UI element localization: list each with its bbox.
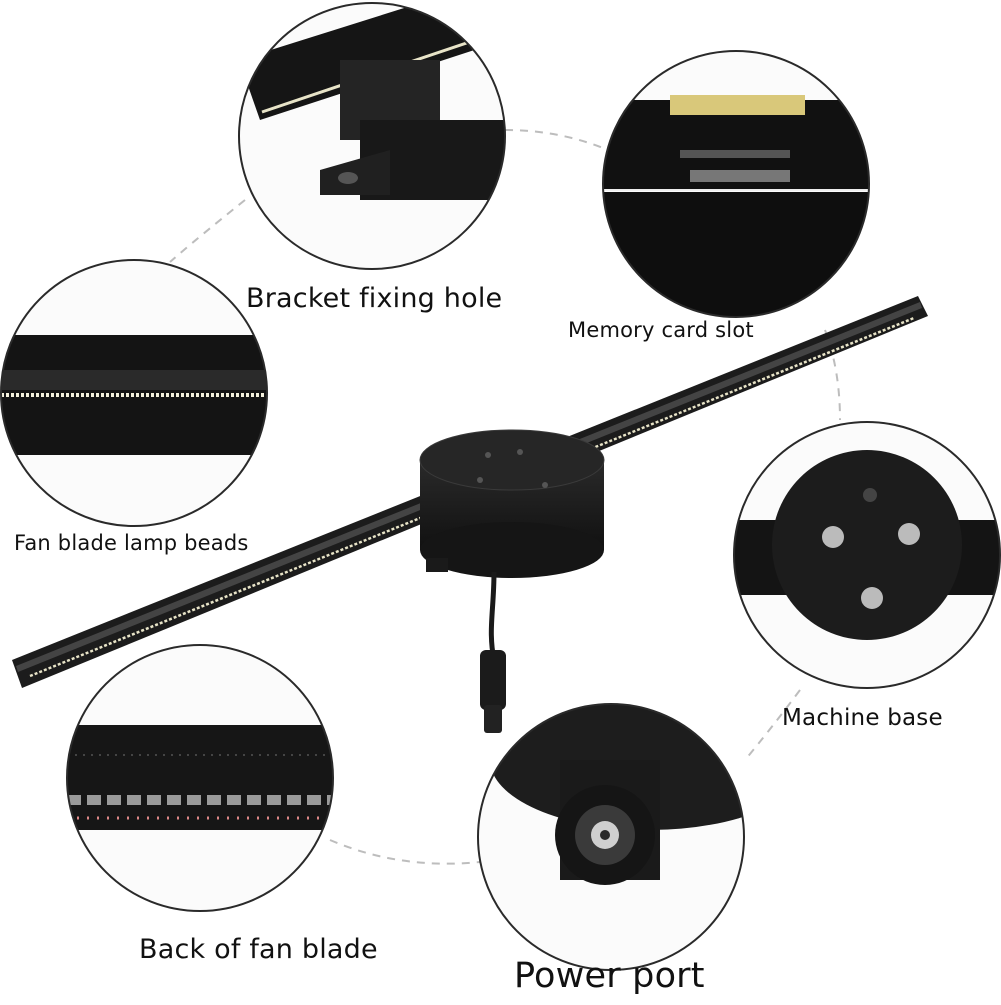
- machine-base-label: Machine base: [782, 705, 943, 731]
- dashed-connector: [169, 129, 841, 865]
- machine-base-inset: [733, 421, 1001, 689]
- memory-card-slot-label: Memory card slot: [568, 318, 754, 342]
- bracket-fixing-hole-inset: [238, 2, 506, 270]
- power-port-inset: [477, 703, 745, 971]
- inset-frame: [602, 50, 870, 318]
- inset-frame: [733, 421, 1001, 689]
- inset-frame: [238, 2, 506, 270]
- fan-blade-back-inset: [66, 644, 334, 912]
- fan-blade-back-label: Back of fan blade: [139, 934, 378, 965]
- inset-frame: [477, 703, 745, 971]
- inset-frame: [0, 259, 268, 527]
- inset-frame: [66, 644, 334, 912]
- power-port-label: Power port: [514, 956, 705, 996]
- bracket-fixing-hole-label: Bracket fixing hole: [246, 283, 503, 314]
- lamp-beads-inset: [0, 259, 268, 527]
- memory-card-slot-inset: [602, 50, 870, 318]
- lamp-beads-label: Fan blade lamp beads: [14, 531, 249, 555]
- hologram-fan-device: [12, 296, 928, 733]
